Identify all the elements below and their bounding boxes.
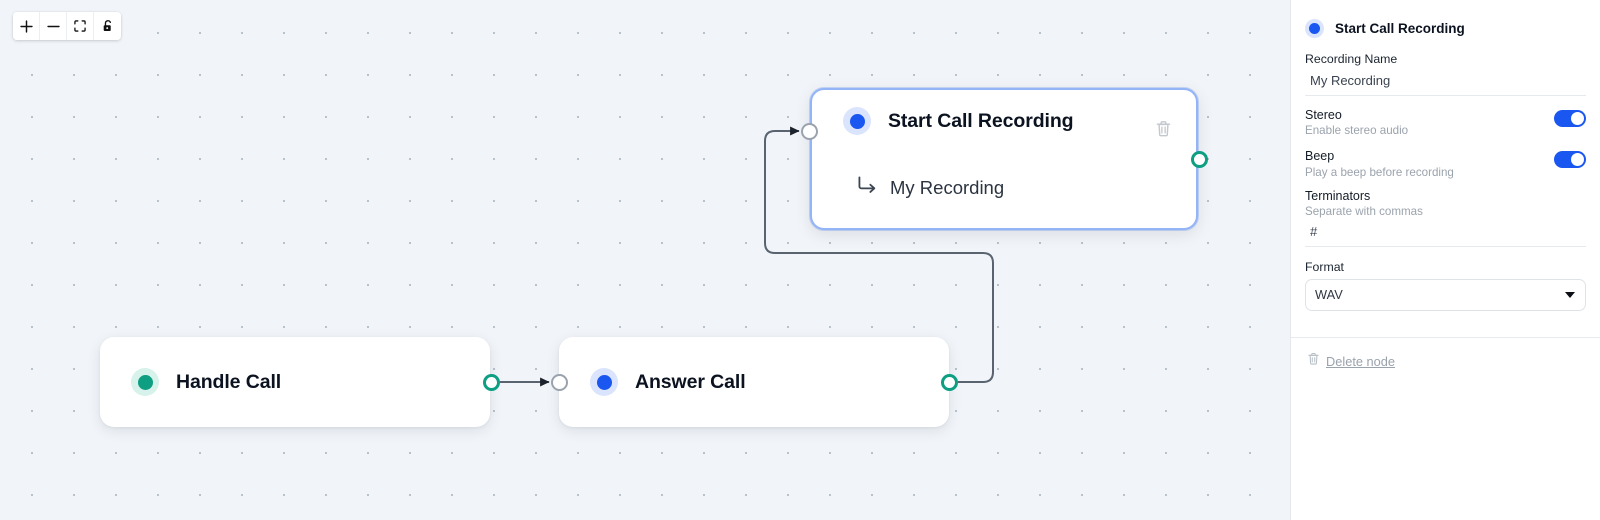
trash-icon bbox=[1155, 121, 1172, 141]
node-status-dot bbox=[590, 368, 618, 396]
stereo-label: Stereo bbox=[1305, 108, 1342, 122]
field-stereo: Stereo Enable stereo audio bbox=[1305, 96, 1586, 137]
terminators-input[interactable] bbox=[1305, 220, 1586, 247]
node-subtitle-row: My Recording bbox=[857, 176, 1004, 200]
answer-call-source-handle[interactable] bbox=[941, 374, 958, 391]
stereo-description: Enable stereo audio bbox=[1305, 124, 1409, 138]
node-start-call-recording[interactable]: Start Call Recording bbox=[810, 88, 1198, 230]
delete-node-row[interactable]: Delete node bbox=[1291, 338, 1600, 371]
panel-header: Start Call Recording bbox=[1291, 0, 1600, 38]
node-answer-call[interactable]: Answer Call bbox=[559, 337, 949, 427]
field-format: Format WAV bbox=[1305, 247, 1586, 311]
node-status-dot bbox=[843, 107, 871, 135]
answer-call-target-handle[interactable] bbox=[551, 374, 568, 391]
recording-name-input[interactable] bbox=[1305, 70, 1586, 96]
lock-toggle-button[interactable] bbox=[94, 12, 121, 40]
field-recording-name: Recording Name bbox=[1305, 38, 1586, 96]
format-select[interactable]: WAV bbox=[1305, 278, 1586, 311]
panel-status-dot bbox=[1305, 19, 1324, 38]
terminators-label: Terminators bbox=[1305, 188, 1371, 203]
trash-icon bbox=[1307, 352, 1320, 371]
recording-name-label: Recording Name bbox=[1305, 52, 1398, 66]
field-beep: Beep Play a beep before recording bbox=[1305, 137, 1586, 179]
beep-label: Beep bbox=[1305, 149, 1335, 164]
flow-canvas[interactable]: Handle Call Answer Call bbox=[0, 0, 1290, 520]
terminators-description: Separate with commas bbox=[1305, 204, 1423, 218]
node-title: Handle Call bbox=[176, 370, 282, 393]
node-properties-panel: Start Call Recording Recording Name Ster… bbox=[1290, 0, 1600, 520]
beep-description: Play a beep before recording bbox=[1305, 165, 1454, 179]
fit-view-icon bbox=[73, 19, 87, 33]
beep-toggle[interactable] bbox=[1554, 151, 1586, 169]
node-status-dot bbox=[131, 368, 159, 396]
stereo-toggle[interactable] bbox=[1554, 110, 1586, 127]
minus-icon bbox=[46, 19, 61, 34]
unlock-icon bbox=[101, 19, 115, 33]
start-call-recording-source-handle[interactable] bbox=[1191, 151, 1208, 168]
plus-icon bbox=[19, 19, 34, 34]
edges-layer bbox=[500, 126, 994, 387]
canvas-toolbar bbox=[13, 12, 121, 40]
start-call-recording-target-handle[interactable] bbox=[801, 123, 818, 140]
node-title: Start Call Recording bbox=[888, 109, 1074, 132]
delete-node-label[interactable]: Delete node bbox=[1326, 353, 1396, 369]
node-title: Answer Call bbox=[635, 370, 746, 393]
handle-call-source-handle[interactable] bbox=[483, 374, 500, 391]
format-label: Format bbox=[1305, 259, 1344, 274]
node-subtitle: My Recording bbox=[890, 177, 1005, 198]
panel-title: Start Call Recording bbox=[1335, 21, 1465, 36]
fit-view-button[interactable] bbox=[67, 12, 94, 40]
node-handle-call[interactable]: Handle Call bbox=[100, 337, 490, 427]
node-delete-button[interactable] bbox=[1155, 120, 1172, 138]
panel-divider bbox=[1291, 336, 1600, 338]
zoom-out-button[interactable] bbox=[40, 12, 67, 40]
zoom-in-button[interactable] bbox=[13, 12, 40, 40]
subtitle-arrow-icon bbox=[857, 176, 878, 200]
field-terminators: Terminators Separate with commas bbox=[1305, 179, 1586, 247]
